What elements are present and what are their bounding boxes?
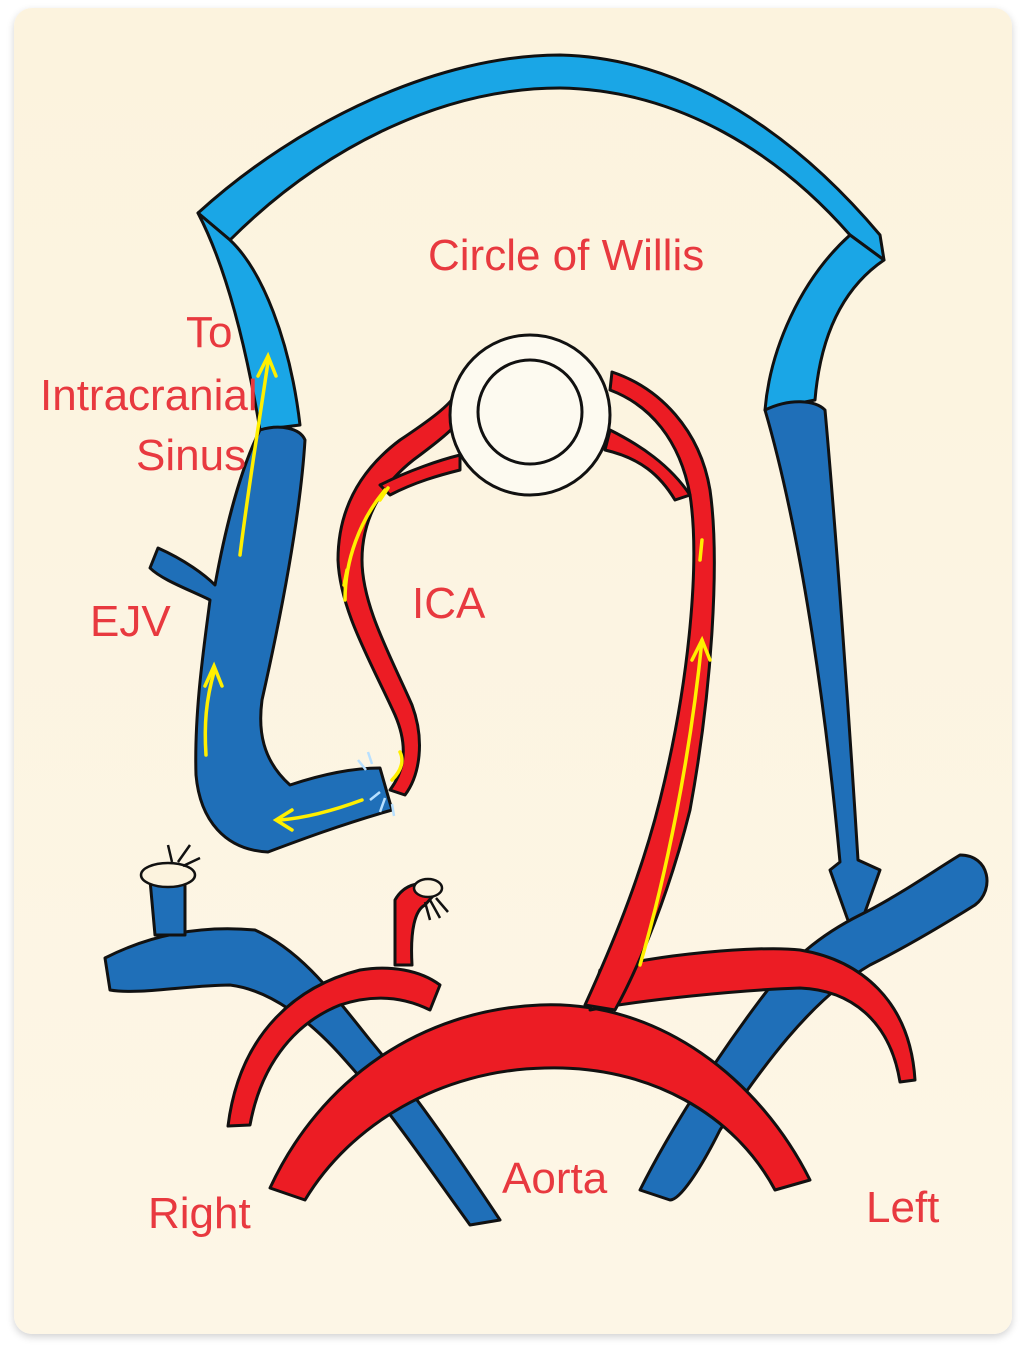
ica-flow-arrow-right bbox=[638, 638, 704, 967]
circle-of-willis bbox=[448, 333, 612, 497]
ejv-flow-arrow-lower bbox=[278, 798, 364, 822]
carotid-ligature bbox=[412, 877, 449, 921]
aortic-arch bbox=[268, 1003, 812, 1202]
labels: Circle of Willis To Intracranial Sinus E… bbox=[40, 231, 939, 1238]
arteries bbox=[226, 370, 917, 1202]
top-venous-arch bbox=[196, 53, 886, 262]
right-ligature bbox=[139, 844, 201, 889]
label-ejv: EJV bbox=[90, 597, 171, 646]
label-ica: ICA bbox=[412, 579, 486, 628]
anastomosis-marks bbox=[357, 751, 396, 817]
internal-carotid-artery-branch bbox=[603, 428, 692, 502]
label-aorta: Aorta bbox=[502, 1154, 608, 1203]
label-intracranial: Intracranial bbox=[40, 371, 258, 420]
reimplanted-carotid-branch bbox=[378, 453, 462, 497]
ejv-flow-arrow-mid bbox=[203, 670, 216, 757]
background bbox=[14, 8, 1012, 1334]
ejv-flow-arrow-upper bbox=[238, 360, 270, 557]
veins bbox=[103, 53, 989, 1227]
internal-jugular-vein bbox=[763, 400, 882, 942]
diagram-panel: Circle of Willis To Intracranial Sinus E… bbox=[14, 8, 1012, 1334]
left-subclavian-artery bbox=[588, 947, 917, 1084]
label-left: Left bbox=[866, 1183, 939, 1232]
label-to: To bbox=[186, 308, 232, 357]
right-brachiocephalic-vein bbox=[103, 927, 502, 1227]
label-right: Right bbox=[148, 1189, 251, 1238]
flow-arrows bbox=[203, 351, 712, 967]
internal-carotid-artery bbox=[583, 370, 716, 1012]
ica-flow-arrow-left bbox=[343, 488, 387, 602]
label-sinus: Sinus bbox=[136, 431, 246, 480]
right-subclavian-artery bbox=[226, 966, 442, 1128]
vascular-diagram: Circle of Willis To Intracranial Sinus E… bbox=[14, 8, 1012, 1334]
label-circle-of-willis: Circle of Willis bbox=[428, 231, 704, 280]
external-jugular-vein bbox=[148, 425, 394, 854]
